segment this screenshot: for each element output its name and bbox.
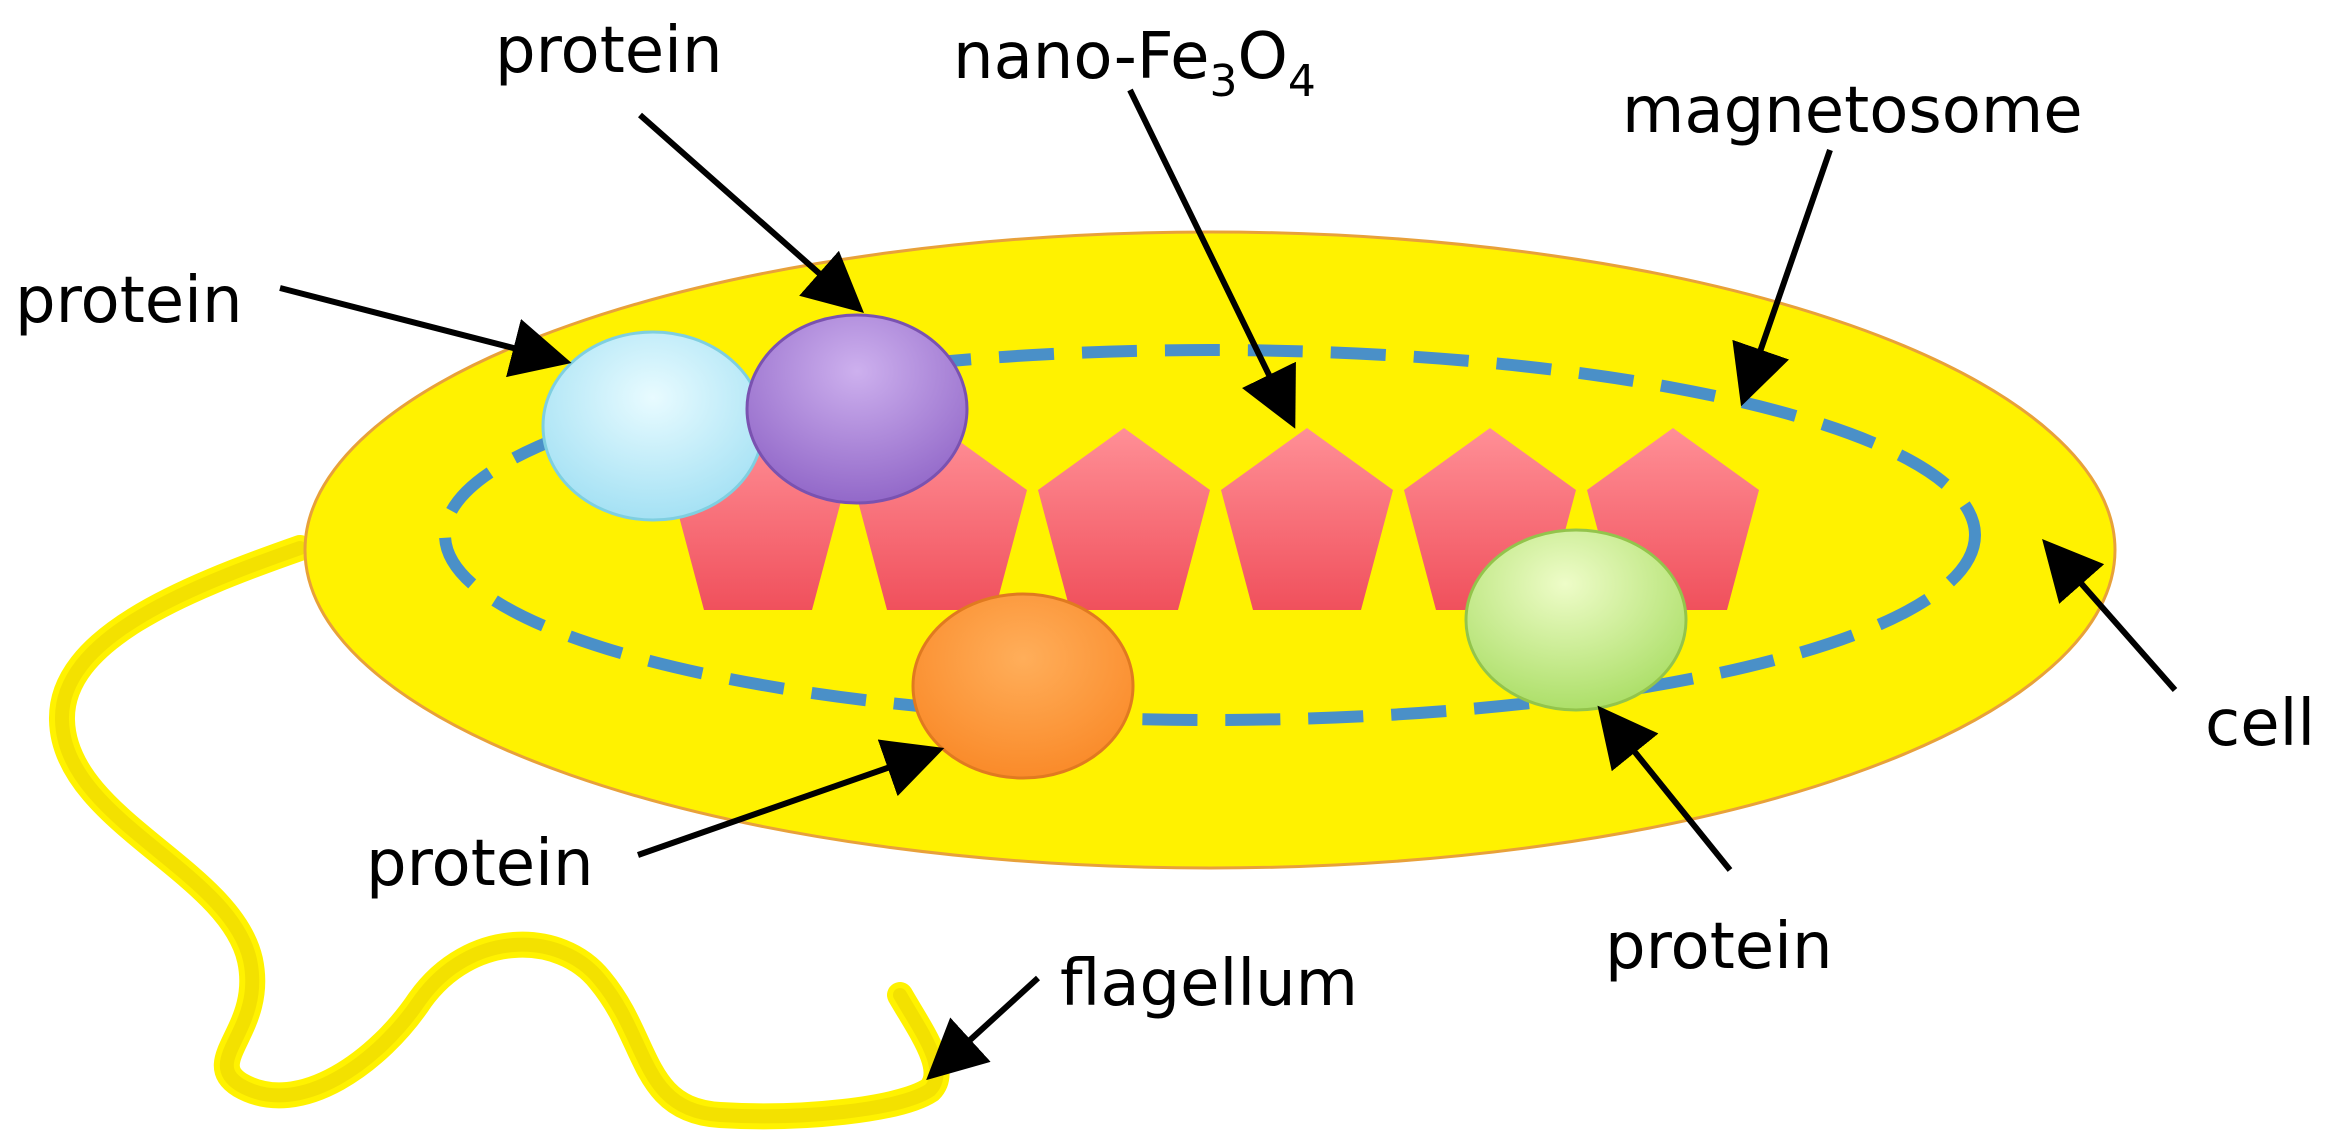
label-protein-left: protein	[15, 264, 243, 338]
arrow-nano-fe3o4	[1127, 88, 1296, 429]
pointer-arrows	[279, 88, 2178, 1081]
label-flagellum: flagellum	[1060, 947, 1358, 1021]
protein-purple	[745, 313, 969, 505]
label-protein-bottom-right: protein	[1605, 910, 1833, 984]
label-protein-top: protein	[495, 14, 723, 88]
label-nano-sub2: 4	[1288, 56, 1316, 107]
protein-lightblue	[541, 330, 765, 522]
cell-body	[303, 230, 2117, 870]
label-magnetosome: magnetosome	[1622, 74, 2083, 148]
protein-orange	[911, 592, 1135, 780]
arrow-magnetosome	[1732, 149, 1833, 407]
arrow-flagellum	[926, 975, 1041, 1081]
label-cell: cell	[2205, 687, 2315, 761]
arrow-protein-bottom-right	[1597, 705, 1733, 872]
arrow-protein-bottom-left	[637, 739, 945, 858]
magnetosome-membrane	[439, 344, 1981, 726]
arrow-protein-top	[638, 112, 864, 313]
arrow-cell	[2042, 538, 2178, 692]
label-nano-fe3o4: nano-Fe3O4	[953, 20, 1316, 107]
label-nano-prefix: nano-Fe	[953, 20, 1209, 94]
fe3o4-crystal	[1221, 428, 1393, 610]
label-nano-mid: O	[1237, 20, 1287, 94]
arrow-protein-left	[279, 285, 572, 378]
protein-green	[1464, 528, 1688, 712]
label-nano-sub1: 3	[1209, 56, 1237, 107]
label-protein-bottom-left: protein	[366, 827, 594, 901]
fe3o4-crystal	[1038, 428, 1210, 610]
